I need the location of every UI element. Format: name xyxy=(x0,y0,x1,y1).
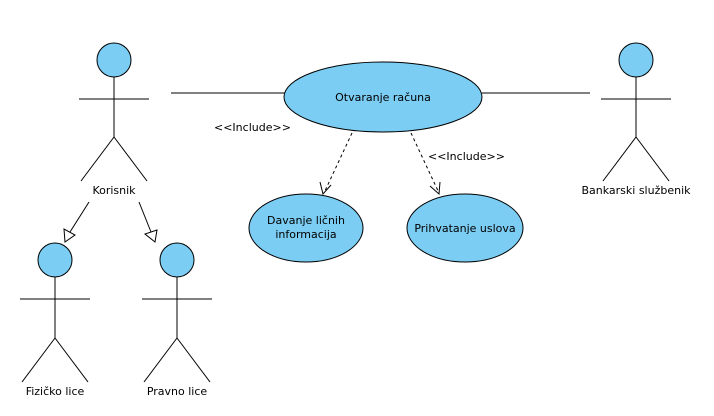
actor-bankarski-sluzbenik-leg-left xyxy=(602,136,637,182)
actor-pravno-lice-leg-left xyxy=(143,337,178,383)
include-otvaranje-prihvatanje[interactable] xyxy=(410,132,441,196)
actor-bankarski-sluzbenik-leg-right xyxy=(635,136,670,182)
actor-korisnik-leg-left xyxy=(80,136,115,182)
include-left-line xyxy=(323,132,353,194)
actor-pravno-lice[interactable]: Pravno lice xyxy=(142,242,212,398)
generalization-fizicko-to-korisnik[interactable] xyxy=(63,201,90,243)
generalization-pravno-line xyxy=(138,201,152,233)
generalization-fizicko-line xyxy=(69,201,90,233)
usecase-prihvatanje-uslova-shape xyxy=(406,193,524,263)
usecase-davanje-licnih-informacija[interactable]: Davanje ličnih informacija xyxy=(248,193,364,263)
usecase-otvaranje-racuna-shape xyxy=(283,61,483,133)
actor-fizicko-lice-label: Fizičko lice xyxy=(26,385,85,398)
actor-fizicko-lice-leg-right xyxy=(54,337,89,383)
include-otvaranje-davanje[interactable] xyxy=(319,132,353,196)
usecase-otvaranje-racuna-label: Otvaranje računa xyxy=(335,91,431,104)
actor-bankarski-sluzbenik-head xyxy=(618,42,654,78)
usecase-prihvatanje-uslova-label: Prihvatanje uslova xyxy=(414,222,515,235)
include-right-arrowhead xyxy=(429,181,441,196)
actor-bankarski-sluzbenik-label: Bankarski službenik xyxy=(581,184,691,197)
actor-korisnik[interactable]: Korisnik xyxy=(79,42,149,197)
include-right-label: <<Include>> xyxy=(428,150,505,163)
usecase-davanje-licnih-shape xyxy=(248,193,364,263)
actor-korisnik-head xyxy=(96,42,132,78)
actor-pravno-lice-leg-right xyxy=(176,337,211,383)
actor-korisnik-leg-right xyxy=(113,136,148,182)
actor-fizicko-lice-head xyxy=(37,242,73,278)
actor-fizicko-lice[interactable]: Fizičko lice xyxy=(20,242,90,398)
usecase-davanje-licnih-label-line1: Davanje ličnih xyxy=(267,214,345,227)
include-left-arrowhead xyxy=(319,181,332,196)
usecase-prihvatanje-uslova[interactable]: Prihvatanje uslova xyxy=(406,193,524,263)
generalization-pravno-to-korisnik[interactable] xyxy=(138,201,158,243)
actor-korisnik-label: Korisnik xyxy=(92,184,136,197)
usecase-otvaranje-racuna[interactable]: Otvaranje računa xyxy=(283,61,483,133)
include-left-label: <<Include>> xyxy=(214,121,291,134)
actor-pravno-lice-head xyxy=(159,242,195,278)
generalization-pravno-arrowhead xyxy=(143,229,158,243)
actor-fizicko-lice-leg-left xyxy=(21,337,56,383)
include-right-line xyxy=(410,132,440,194)
generalization-fizicko-arrowhead xyxy=(63,228,76,243)
actor-pravno-lice-label: Pravno lice xyxy=(147,385,208,398)
actor-bankarski-sluzbenik[interactable]: Bankarski službenik xyxy=(581,42,691,197)
usecase-davanje-licnih-label-line2: informacija xyxy=(275,228,336,241)
